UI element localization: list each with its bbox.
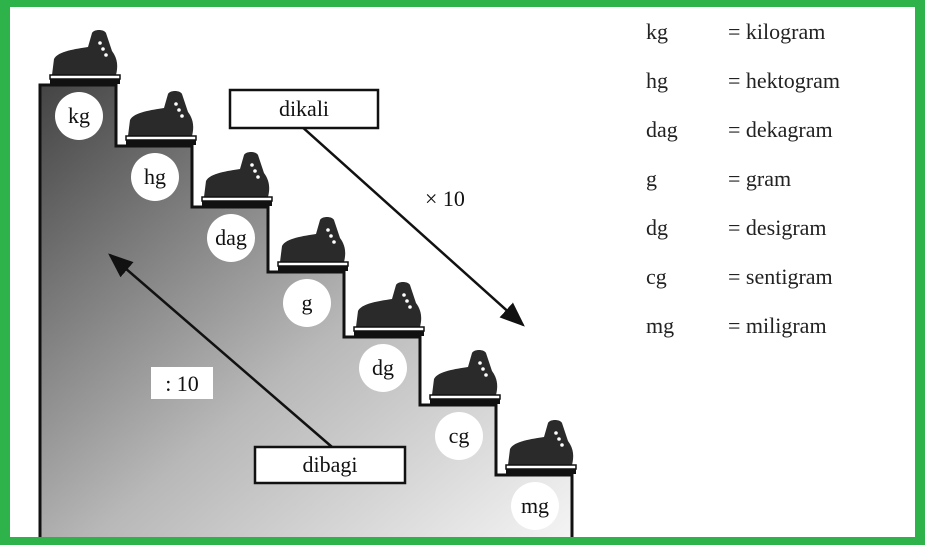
unit-circle-dag <box>207 214 255 262</box>
legend-row: dag = dekagram <box>646 117 916 166</box>
divide-factor-background <box>151 367 213 399</box>
unit-circle-kg <box>55 92 103 140</box>
unit-circle-g <box>283 279 331 327</box>
legend-row: cg = sentigram <box>646 264 916 313</box>
legend-abbr: mg <box>646 313 675 338</box>
unit-label-hg: hg <box>144 164 166 189</box>
legend-row: g = gram <box>646 166 916 215</box>
legend-definition: = miligram <box>728 313 827 338</box>
unit-label-mg: mg <box>521 493 549 518</box>
unit-label-kg: kg <box>68 103 90 128</box>
legend-abbr: cg <box>646 264 667 289</box>
legend-row: hg = hektogram <box>646 68 916 117</box>
unit-label-g: g <box>302 290 313 315</box>
dibagi-label: dibagi <box>303 452 358 477</box>
unit-label-dag: dag <box>215 225 247 250</box>
shoe-icon <box>353 282 425 336</box>
legend-abbr: dg <box>646 215 668 240</box>
multiply-factor-label: × 10 <box>425 186 465 211</box>
legend-definition: = kilogram <box>728 19 826 44</box>
legend-definition: = gram <box>728 166 792 191</box>
unit-circle-hg <box>131 153 179 201</box>
legend-abbr: dag <box>646 117 678 142</box>
legend-abbr: hg <box>646 68 668 93</box>
legend-definition: = sentigram <box>728 264 833 289</box>
dikali-label: dikali <box>279 96 329 121</box>
legend-row: mg = miligram <box>646 313 916 362</box>
shoe-icon <box>505 420 577 474</box>
shoe-icon <box>49 30 121 84</box>
unit-circle-mg <box>511 482 559 530</box>
shoe-icon <box>125 91 197 145</box>
divide-factor-label: : 10 <box>165 371 199 396</box>
legend-row: kg = kilogram <box>646 19 916 68</box>
unit-legend: kg = kilogram hg = hektogram dag = dekagram g =… <box>646 19 916 362</box>
dikali-box <box>228 88 380 130</box>
divide-arrow <box>108 253 333 448</box>
shoe-icon <box>277 217 349 271</box>
dibagi-box <box>253 445 407 485</box>
legend-row: dg = desigram <box>646 215 916 264</box>
diagram-canvas: kg hg dag g dg cg mg dikali dibagi × 10 : 10 k… <box>10 7 915 537</box>
unit-circle-cg <box>435 412 483 460</box>
shoe-icon <box>429 350 501 404</box>
unit-label-cg: cg <box>449 423 470 448</box>
unit-label-dg: dg <box>372 355 394 380</box>
multiply-arrow <box>299 124 525 327</box>
shoe-group <box>49 30 577 474</box>
staircase-diagram: kg hg dag g dg cg mg dikali dibagi × 10 : 10 <box>38 30 577 537</box>
legend-abbr: g <box>646 166 657 191</box>
unit-circle-dg <box>359 344 407 392</box>
legend-definition: = desigram <box>728 215 827 240</box>
shoe-icon <box>201 152 273 206</box>
legend-abbr: kg <box>646 19 668 44</box>
legend-definition: = dekagram <box>728 117 833 142</box>
legend-definition: = hektogram <box>728 68 840 93</box>
unit-circle-group: kg hg dag g dg cg mg <box>55 92 559 530</box>
